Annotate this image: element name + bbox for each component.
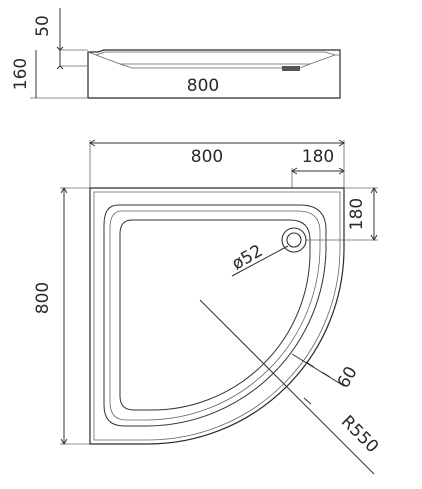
dim-label-drain-offset-x: 180 <box>302 147 334 167</box>
leader-rim-width <box>291 353 345 387</box>
tray-basin-edge <box>95 54 336 65</box>
drain-outlet-side <box>282 66 300 71</box>
tray-rim-band-outer <box>103 204 327 427</box>
dim-label-side-width: 800 <box>187 76 219 96</box>
dim-label-height-total: 160 <box>11 58 31 90</box>
dim-label-drain-offset-y: 180 <box>347 198 367 230</box>
tray-basin-floor <box>119 63 311 69</box>
dim-label-radius: R550 <box>337 412 382 457</box>
top-view: 800 180 180 800 ø52 <box>33 139 382 475</box>
dim-label-height-top: 50 <box>33 15 53 37</box>
side-view: 50 160 800 <box>11 8 341 99</box>
dim-label-top-height: 800 <box>33 282 53 314</box>
drain-inner <box>286 232 302 248</box>
leader-radius <box>199 299 375 475</box>
dim-label-top-width: 800 <box>191 147 223 167</box>
tray-rim-detail <box>87 51 340 56</box>
dim-label-rim-width: 60 <box>334 363 362 392</box>
tray-rim-band-mid <box>109 210 321 421</box>
leader-drain-diameter <box>231 245 289 277</box>
